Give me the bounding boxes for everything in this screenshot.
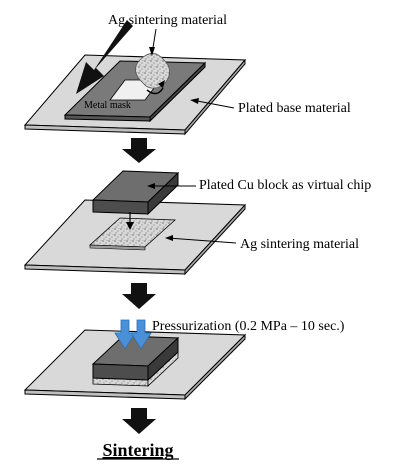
step3-pressurization: Pressurization (0.2 MPa – 10 sec.) xyxy=(23,319,345,401)
squeegee-arrow-icon xyxy=(76,20,133,94)
ag-material-top-label: Ag sintering material xyxy=(108,13,227,28)
sintering-result-label: Sintering xyxy=(102,440,173,460)
cu-block-label: Plated Cu block as virtual chip xyxy=(199,178,371,193)
pressure-arrow-icon-right xyxy=(130,319,152,350)
ag-material-mid-label: Ag sintering material xyxy=(240,237,359,252)
plated-base-label: Plated base material xyxy=(238,101,351,116)
pressurization-label: Pressurization (0.2 MPa – 10 sec.) xyxy=(152,319,345,334)
pressure-arrow-icon-left xyxy=(114,319,136,350)
squeegee-motion-icon xyxy=(146,87,164,95)
cu-block-front xyxy=(92,199,149,215)
step1-printing: Metal mask Ag sintering material Plated … xyxy=(23,13,351,136)
ag-paste-blob xyxy=(135,53,170,89)
step-arrow-3 xyxy=(122,408,156,434)
metal-mask-label: Metal mask xyxy=(84,100,131,111)
step2-mounting: Plated Cu block as virtual chip Ag sinte… xyxy=(23,170,371,276)
step-arrow-1 xyxy=(122,138,156,163)
placement-arrow-icon xyxy=(126,222,134,230)
step-arrow-2 xyxy=(122,283,156,309)
